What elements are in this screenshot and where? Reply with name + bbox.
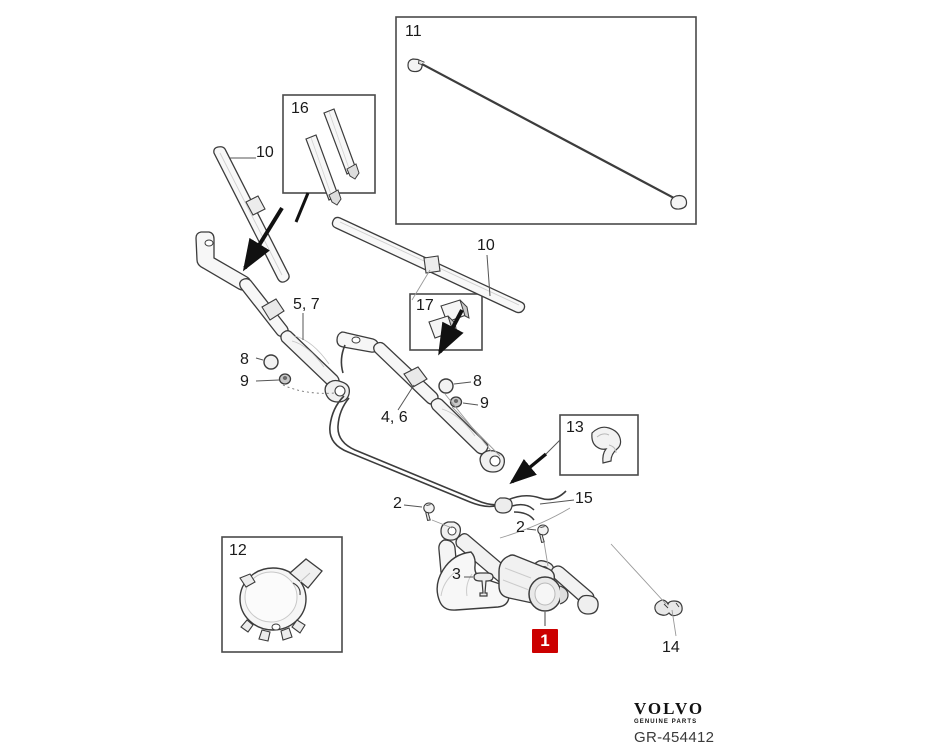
callout-4-6: 4, 6 — [381, 409, 408, 426]
callout-10-right: 10 — [477, 237, 495, 254]
callout-9-right: 9 — [480, 395, 489, 412]
volvo-wordmark: VOLVO — [634, 699, 705, 718]
volvo-logo: VOLVO GENUINE PARTS — [634, 700, 754, 725]
box-number-12: 12 — [229, 542, 247, 559]
leader-2b — [526, 528, 537, 531]
volvo-tagline: GENUINE PARTS — [634, 719, 698, 725]
leader-2a-target — [431, 519, 453, 529]
callout-2-right: 2 — [516, 519, 525, 536]
leader-10b — [486, 254, 491, 297]
leader-13 — [545, 439, 561, 455]
callout-10-left: 10 — [256, 144, 274, 161]
hose-clip-14 — [654, 599, 683, 617]
inset-box-11 — [395, 16, 697, 225]
motor-screw-3 — [473, 572, 494, 597]
leader-15-aux — [499, 507, 571, 539]
inset-box-16 — [282, 94, 376, 206]
pivot-nut-right — [449, 396, 463, 408]
leader-14-num — [671, 609, 677, 637]
assembly-arrow-right — [438, 309, 464, 356]
inset-box-13 — [559, 414, 639, 476]
leader-9b-target — [451, 406, 501, 457]
callout-14: 14 — [662, 639, 680, 656]
callout-8-left: 8 — [240, 351, 249, 368]
highlighted-part-badge-1[interactable]: 1 — [532, 629, 558, 653]
callout-15: 15 — [575, 490, 593, 507]
washer-hose-routing — [329, 344, 567, 508]
leader-9a — [255, 379, 280, 382]
linkage-bolt-left — [423, 502, 435, 521]
leader-8b — [453, 381, 472, 385]
part-number-text: GR-454412 — [634, 729, 715, 746]
callout-5-7: 5, 7 — [293, 296, 320, 313]
linkage-bolt-right — [537, 524, 549, 543]
left-wiper-arm — [195, 231, 350, 403]
leader-9a-target — [282, 384, 336, 394]
washer-hose-part — [407, 58, 688, 210]
inset-box-12 — [221, 536, 343, 653]
leader-16 — [294, 192, 310, 223]
leader-4-6 — [397, 384, 415, 411]
box-number-16: 16 — [291, 100, 309, 117]
right-wiper-arm — [336, 331, 505, 473]
leader-14 — [610, 543, 667, 605]
leader-2a — [403, 504, 423, 508]
leader-2b-target — [543, 541, 549, 567]
leader-17 — [411, 269, 431, 301]
box-number-13: 13 — [566, 419, 584, 436]
callout-2-left: 2 — [393, 495, 402, 512]
assembly-arrow-clip13 — [509, 452, 548, 485]
left-wiper-blade — [213, 146, 290, 283]
leader-9b — [462, 402, 479, 406]
washer-pump-part — [239, 558, 323, 642]
wiper-linkage-assembly — [436, 521, 599, 615]
box-number-17: 17 — [416, 297, 434, 314]
hose-clip-part — [591, 426, 622, 464]
leader-8b-target — [444, 393, 493, 453]
pivot-cap-left — [263, 354, 279, 370]
wiper-refill-strips — [305, 108, 360, 206]
pivot-nut-left — [278, 373, 292, 385]
callout-9-left: 9 — [240, 373, 249, 390]
callout-3: 3 — [452, 566, 461, 583]
hose-connector-15 — [494, 497, 535, 521]
leader-15 — [539, 499, 575, 505]
box-number-11: 11 — [405, 23, 422, 40]
assembly-arrow-left — [242, 206, 284, 272]
callout-8-right: 8 — [473, 373, 482, 390]
pivot-cap-right — [438, 378, 454, 394]
leader-8a — [255, 357, 264, 361]
